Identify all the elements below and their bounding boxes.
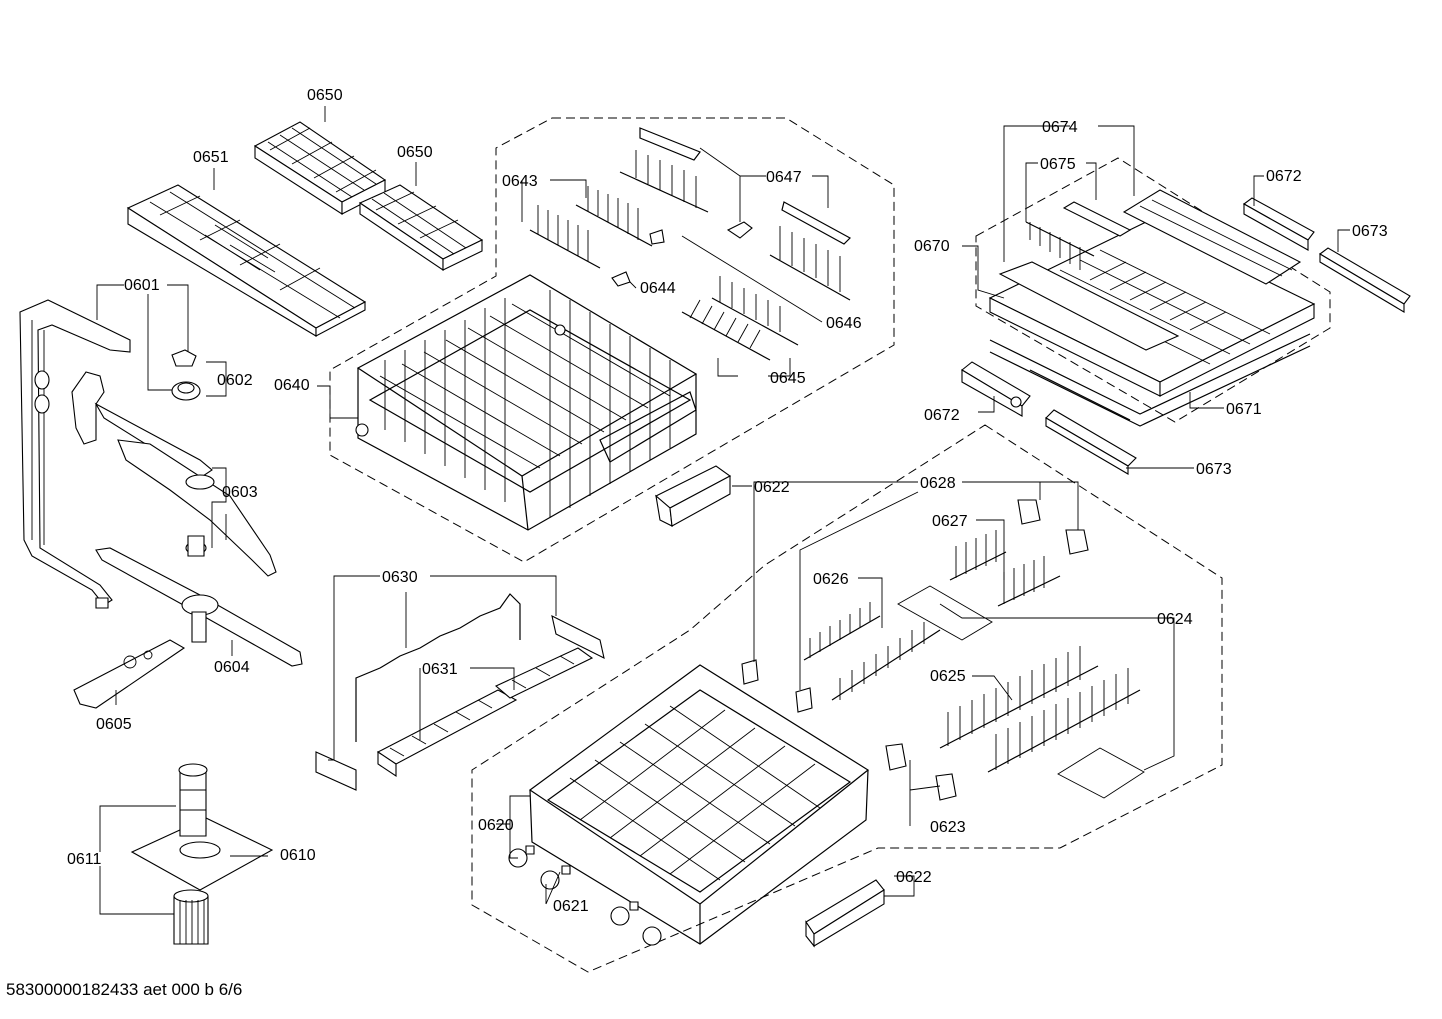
label-0671: 0671 bbox=[1226, 401, 1262, 418]
tray-0674 bbox=[1122, 189, 1302, 285]
label-0603: 0603 bbox=[222, 484, 258, 501]
utensil-basket-0622-upper bbox=[655, 465, 732, 527]
part-labels: 0650 0650 0651 0601 0602 0603 0604 0605 … bbox=[67, 87, 1388, 915]
label-0611: 0611 bbox=[67, 851, 102, 868]
label-0610: 0610 bbox=[280, 847, 316, 864]
label-0672-upper: 0672 bbox=[1266, 168, 1302, 185]
rack-0630 bbox=[315, 593, 605, 791]
label-0631: 0631 bbox=[422, 661, 458, 678]
tine-row-0627 bbox=[949, 530, 1061, 607]
label-0620: 0620 bbox=[478, 817, 514, 834]
label-0651: 0651 bbox=[193, 149, 229, 166]
label-0604: 0604 bbox=[214, 659, 250, 676]
label-0601: 0601 bbox=[124, 277, 160, 294]
rack-0631 bbox=[376, 647, 594, 778]
spray-cover-0605 bbox=[73, 639, 186, 709]
label-0640: 0640 bbox=[274, 377, 310, 394]
filter-assembly bbox=[130, 763, 274, 945]
utensil-basket-0622-lower bbox=[805, 879, 885, 948]
cup-shelf-0643-b bbox=[575, 186, 653, 247]
nozzle-0601 bbox=[171, 349, 197, 367]
slide-0672-right bbox=[1242, 197, 1315, 251]
leader-lines bbox=[96, 106, 1350, 915]
clip-set-0624 bbox=[897, 585, 1145, 799]
label-0622-upper: 0622 bbox=[754, 479, 790, 496]
cup-shelf-0643-a bbox=[529, 205, 601, 269]
rail-0671 bbox=[989, 333, 1311, 427]
label-0674: 0674 bbox=[1042, 119, 1078, 136]
label-0621: 0621 bbox=[553, 898, 589, 915]
slide-0673-left bbox=[1045, 409, 1137, 475]
clip-0647 bbox=[726, 221, 753, 239]
rack-0647 bbox=[619, 127, 709, 213]
label-0623: 0623 bbox=[930, 819, 966, 836]
label-0673-upper: 0673 bbox=[1352, 223, 1388, 240]
label-0630: 0630 bbox=[382, 569, 418, 586]
label-0625: 0625 bbox=[930, 668, 966, 685]
label-0670: 0670 bbox=[914, 238, 950, 255]
wheels-0621 bbox=[508, 845, 662, 946]
upper-basket-0640 bbox=[355, 274, 698, 531]
label-0645: 0645 bbox=[770, 370, 806, 387]
label-0646: 0646 bbox=[826, 315, 862, 332]
group-outlines bbox=[329, 117, 1331, 973]
cutlery-tray-0651 bbox=[126, 184, 367, 337]
upper-spray-arm-0603 bbox=[71, 371, 277, 577]
label-0647: 0647 bbox=[766, 169, 802, 186]
lower-basket-group-outline bbox=[471, 424, 1223, 973]
cutlery-insert-0650-lower bbox=[358, 184, 484, 272]
label-0605: 0605 bbox=[96, 716, 132, 733]
label-0628: 0628 bbox=[920, 475, 956, 492]
third-rack-0670 bbox=[988, 221, 1316, 397]
upper-basket-group-outline bbox=[329, 117, 895, 563]
label-0672-lower: 0672 bbox=[924, 407, 960, 424]
document-id-footer: 58300000182433 aet 000 b 6/6 bbox=[6, 980, 243, 999]
label-0673-lower: 0673 bbox=[1196, 461, 1232, 478]
label-0643: 0643 bbox=[502, 173, 538, 190]
label-0626: 0626 bbox=[813, 571, 849, 588]
slide-0673-right bbox=[1319, 247, 1411, 313]
label-0675: 0675 bbox=[1040, 156, 1076, 173]
label-0650-upper: 0650 bbox=[307, 87, 343, 104]
lower-basket-0620 bbox=[528, 664, 870, 945]
label-0624: 0624 bbox=[1157, 611, 1193, 628]
label-0622-lower: 0622 bbox=[896, 869, 932, 886]
cutlery-insert-0650-upper bbox=[253, 121, 387, 216]
rack-0646 bbox=[769, 201, 851, 301]
clips-0628 bbox=[741, 499, 1089, 713]
tine-row-0626 bbox=[803, 602, 941, 701]
spray-arm-assembly bbox=[19, 299, 303, 709]
clips-0623 bbox=[885, 743, 957, 801]
tray-0675 bbox=[1025, 201, 1132, 270]
lower-spray-arm-0604 bbox=[95, 547, 303, 667]
slide-0672-left bbox=[961, 361, 1031, 417]
label-0644: 0644 bbox=[640, 280, 676, 297]
tine-row-0625 bbox=[939, 646, 1141, 773]
label-0627: 0627 bbox=[932, 513, 968, 530]
water-supply-pipe bbox=[19, 299, 131, 609]
label-0602: 0602 bbox=[217, 372, 253, 389]
label-0650-lower: 0650 bbox=[397, 144, 433, 161]
rack-0645 bbox=[681, 276, 799, 361]
nut-0602 bbox=[171, 381, 201, 401]
cutlery-tray-assembly bbox=[126, 121, 484, 337]
third-rack-group-outline bbox=[975, 157, 1331, 423]
